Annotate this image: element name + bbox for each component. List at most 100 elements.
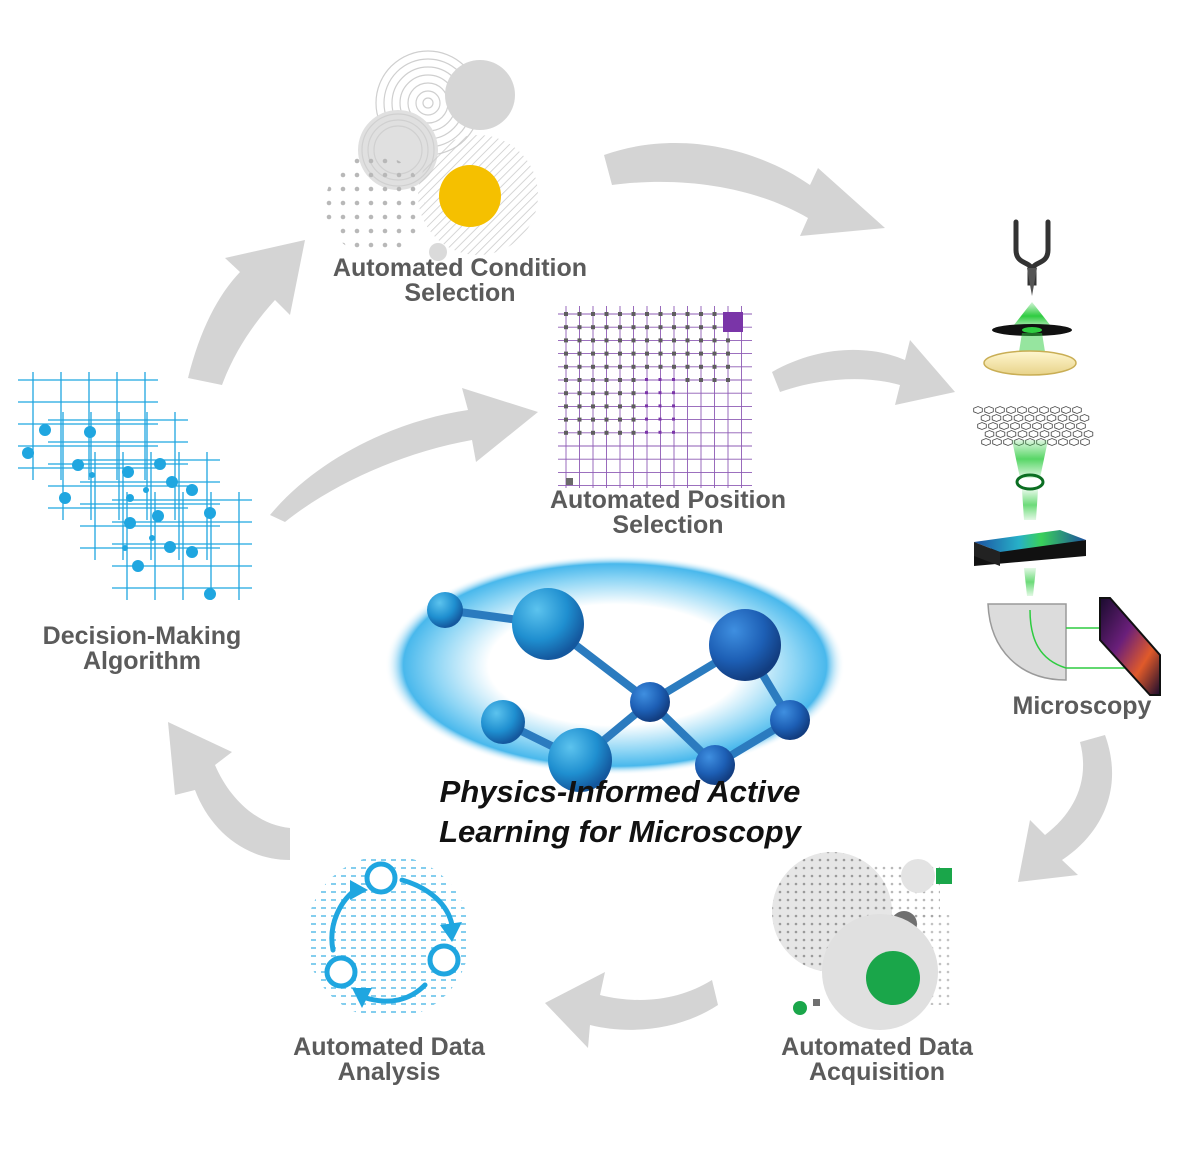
lattice-cell [1039, 406, 1049, 414]
lens [983, 350, 1077, 376]
grid-dot [591, 338, 595, 343]
lattice-cell [1024, 414, 1035, 422]
lattice-cell [1028, 430, 1039, 438]
grid-dot [658, 430, 662, 434]
label-position-line2: Selection [612, 511, 723, 539]
grid-dot [699, 378, 703, 382]
grid-dot [591, 404, 595, 409]
grid-dot [591, 430, 595, 435]
grid-dot [564, 430, 568, 435]
grid-dot [604, 312, 609, 316]
lattice-cell [1061, 406, 1071, 414]
lattice-cell [1028, 406, 1038, 414]
label-analysis-line1: Automated Data [293, 1033, 486, 1061]
lattice-cell [980, 414, 991, 422]
arrow-position-to-microscopy [772, 340, 955, 405]
label-algorithm-line2: Algorithm [83, 647, 201, 675]
grid-dot [645, 364, 649, 369]
data-analysis-icon [306, 855, 470, 1019]
lattice-cell [1035, 414, 1046, 422]
algo-dot [59, 492, 71, 504]
lattice-cell [1080, 438, 1090, 446]
grid-dot [577, 325, 582, 330]
lattice-cell [1069, 438, 1079, 446]
lattice-cell [1032, 422, 1042, 430]
grid-dot [645, 430, 648, 434]
position-selection-icon [558, 306, 752, 488]
algo-dot [152, 510, 164, 522]
grid-dot [577, 338, 582, 343]
lattice-cell [1006, 406, 1016, 414]
grid-dot [645, 378, 648, 381]
atom [695, 745, 735, 785]
lattice-cell [1021, 422, 1031, 430]
grid-dot [672, 325, 676, 330]
grid-dot [591, 312, 595, 316]
grid-dot [577, 391, 582, 396]
grid-dot [658, 417, 662, 421]
algo-dot [149, 535, 155, 541]
grid-dot [604, 364, 609, 369]
center-molecule [385, 555, 845, 792]
arrow-microscopy-to-acquisition [1018, 735, 1113, 882]
lattice-cell [1072, 430, 1083, 438]
label-acquisition-line1: Automated Data [781, 1033, 974, 1061]
algo-dot [164, 541, 176, 553]
lattice-cell [1072, 406, 1082, 414]
cycle-node-top [364, 861, 398, 895]
grid-dot [604, 391, 609, 396]
lattice-cell [1054, 422, 1064, 430]
grid-dot [591, 417, 595, 422]
grid-dot [577, 378, 582, 382]
cycle-node-right [427, 943, 461, 977]
grid-dot [726, 351, 730, 356]
label-condition-line1: Automated Condition [333, 254, 587, 282]
grid-dot [591, 378, 595, 382]
grid-dot [645, 417, 648, 421]
grid-dot [672, 378, 675, 381]
algo-dot [22, 447, 34, 459]
grid-dot [604, 325, 609, 330]
lattice-cell [973, 406, 983, 414]
grid-dot [699, 338, 703, 343]
decision-algorithm-icon [18, 372, 252, 600]
lattice-cell [1017, 406, 1027, 414]
grid-dot [645, 404, 648, 408]
grid-dot [631, 404, 636, 409]
algo-dot [84, 426, 96, 438]
lattice-cell [1058, 438, 1068, 446]
cycle-arrowhead [440, 922, 462, 942]
grid-dot [618, 338, 622, 343]
lattice-cell [1043, 422, 1053, 430]
grid-dot [618, 378, 622, 382]
grid-dot [685, 351, 690, 356]
grid-dot [591, 391, 595, 396]
lattice-cell [1065, 422, 1075, 430]
grid-dot [672, 391, 675, 395]
grid-dot [618, 404, 622, 409]
selected-condition-dot [439, 165, 501, 227]
algo-dot [132, 560, 144, 572]
grid-dot [712, 351, 717, 356]
grid-dot [645, 351, 649, 356]
algo-dot [89, 472, 95, 478]
grid-dot [699, 325, 703, 330]
arrow-algorithm-to-condition [188, 240, 305, 385]
grid-dot [564, 312, 568, 316]
data-acquisition-icon [772, 852, 952, 1030]
label-analysis-line2: Analysis [338, 1058, 441, 1086]
grid-dot [658, 351, 663, 356]
grid-dot [726, 364, 730, 369]
lattice-cell [1003, 438, 1013, 446]
grid-dot [631, 325, 636, 330]
grid-dot [712, 338, 717, 343]
grid-dot [618, 325, 622, 330]
grid-dot [645, 391, 648, 395]
grid-dot [672, 417, 675, 421]
label-condition-line2: Selection [404, 279, 515, 307]
grid-dot [618, 430, 622, 435]
lattice-cell [1061, 430, 1072, 438]
grid-dot [618, 391, 622, 396]
grid-dot [699, 364, 703, 369]
algo-dot [166, 476, 178, 488]
